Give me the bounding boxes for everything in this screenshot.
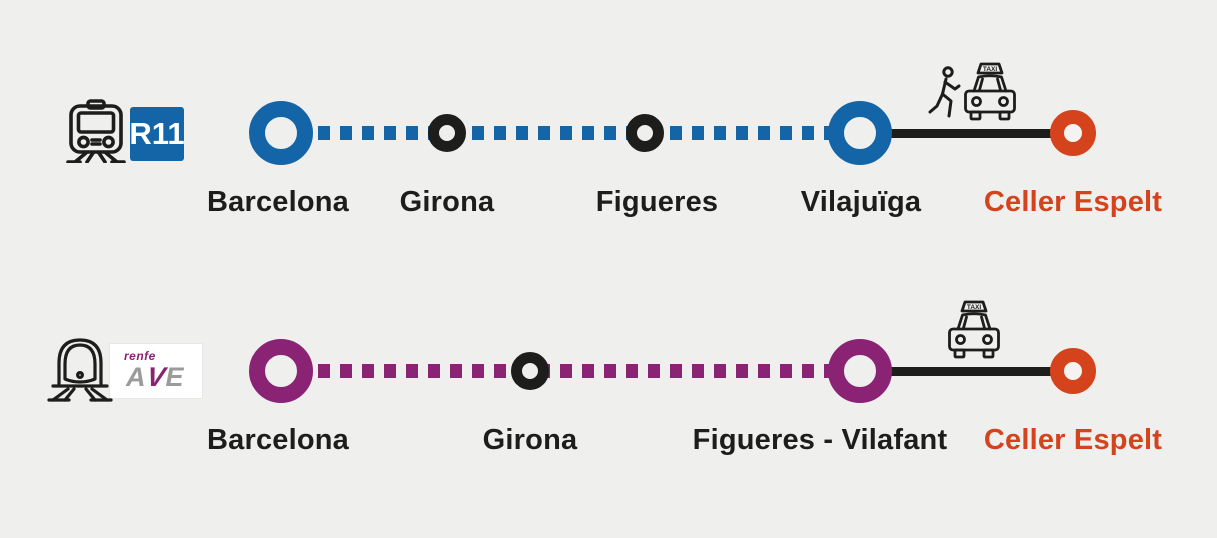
stop-ring-barcelona [249, 101, 313, 165]
stop-ring-barcelona [249, 339, 313, 403]
stop-ring-girona [428, 114, 466, 152]
stop-ring-celler-espelt [1050, 348, 1096, 394]
taxi-sign-text: TAXI [983, 66, 998, 73]
taxi-icon: TAXI [948, 300, 1000, 359]
train-segment-dotted-line [318, 126, 842, 140]
stop-label-figueres: Figueres [595, 186, 719, 218]
stop-label-girona: Girona [399, 186, 495, 218]
train-segment-dotted-line [318, 364, 842, 378]
r11-line-badge-label: R11 [129, 116, 185, 151]
stop-label-barcelona: Barcelona [206, 424, 350, 456]
stop-ring-girona [511, 352, 549, 390]
stop-ring-celler-espelt [1050, 110, 1096, 156]
stop-label-figueres-vilafant: Figueres - Vilafant [692, 424, 948, 456]
high-speed-train-icon [47, 338, 113, 402]
stop-label-celler-espelt: Celler Espelt [983, 424, 1163, 456]
stop-label-vilajuiga: Vilajuïga [800, 186, 922, 218]
walking-person-icon [928, 66, 961, 118]
taxi-sign-text: TAXI [967, 304, 982, 311]
taxi-segment-line [882, 129, 1058, 138]
stop-label-celler-espelt: Celler Espelt [983, 186, 1163, 218]
stop-label-girona: Girona [482, 424, 578, 456]
ave-product-text: AVE [126, 362, 185, 392]
taxi-segment-line [882, 367, 1058, 376]
stop-ring-figueres [626, 114, 664, 152]
taxi-icon: TAXI [964, 62, 1016, 121]
commuter-train-icon [66, 99, 126, 163]
stop-label-barcelona: Barcelona [206, 186, 350, 218]
renfe-ave-logo: renfe AVE [110, 344, 202, 398]
renfe-brand-text: renfe [124, 349, 156, 363]
r11-line-badge: R11 [129, 107, 185, 161]
stop-ring-figueres-vilafant [828, 339, 892, 403]
stop-ring-vilajuiga [828, 101, 892, 165]
